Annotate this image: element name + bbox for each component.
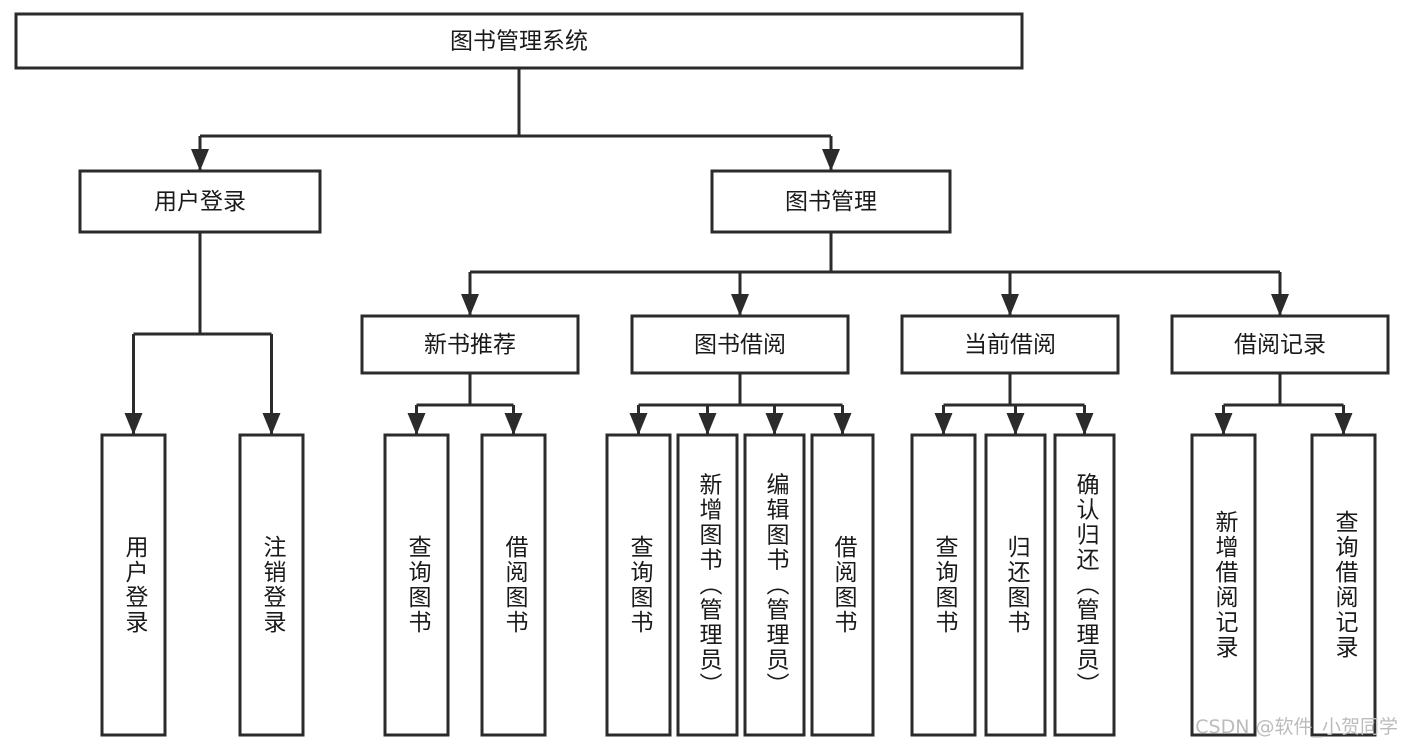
level3-label: 当前借阅 — [964, 332, 1056, 358]
arrow-head-icon — [731, 294, 749, 316]
level3-node[interactable]: 借阅记录 — [1170, 314, 1390, 375]
leaf-node[interactable]: 借阅图书 — [810, 433, 875, 737]
leaf-node[interactable]: 查询借阅记录 — [1310, 433, 1377, 737]
arrow-head-icon — [262, 413, 281, 435]
arrow-head-icon — [1006, 413, 1025, 435]
connector-layer — [124, 68, 1353, 435]
leaf-box[interactable] — [1053, 433, 1116, 737]
leaf-label: 新增图书（管理员） — [695, 473, 723, 698]
level3-label: 图书借阅 — [694, 332, 786, 358]
root-node[interactable]: 图书管理系统 — [14, 12, 1024, 70]
leaf-node[interactable]: 查询图书 — [383, 433, 450, 737]
arrow-head-icon — [1214, 413, 1233, 435]
arrow-head-icon — [1001, 294, 1019, 316]
arrow-head-icon — [1075, 413, 1094, 435]
csdn-watermark: CSDN @软件_小贺同学 — [1195, 716, 1398, 738]
leaf-label: 归还图书 — [1003, 535, 1031, 635]
arrow-head-icon — [124, 413, 143, 435]
arrow-head-icon — [1334, 413, 1353, 435]
level3-label: 新书推荐 — [424, 332, 516, 358]
level2-label: 用户登录 — [154, 189, 246, 215]
leaf-label: 用户登录 — [121, 535, 149, 635]
arrow-head-icon — [407, 413, 426, 435]
leaf-node[interactable]: 编辑图书（管理员） — [743, 433, 806, 737]
arrow-head-icon — [934, 413, 953, 435]
level3-box[interactable] — [630, 314, 850, 375]
leaf-node[interactable]: 查询图书 — [910, 433, 977, 737]
arrow-head-icon — [504, 413, 523, 435]
arrow-head-icon — [698, 413, 717, 435]
level3-node[interactable]: 新书推荐 — [360, 314, 580, 375]
node-layer: 图书管理系统用户登录图书管理新书推荐图书借阅当前借阅借阅记录用户登录注销登录查询… — [14, 12, 1390, 737]
root-label: 图书管理系统 — [450, 29, 588, 55]
level2-node[interactable]: 图书管理 — [710, 169, 952, 234]
arrow-head-icon — [1271, 294, 1289, 316]
leaf-label: 注销登录 — [259, 535, 287, 635]
leaf-label: 确认归还（管理员） — [1072, 473, 1100, 698]
level3-node[interactable]: 当前借阅 — [900, 314, 1120, 375]
arrow-head-icon — [629, 413, 648, 435]
arrow-head-icon — [833, 413, 852, 435]
leaf-node[interactable]: 用户登录 — [100, 433, 167, 737]
root-box[interactable] — [14, 12, 1024, 70]
leaf-node[interactable]: 归还图书 — [984, 433, 1047, 737]
leaf-node[interactable]: 查询图书 — [605, 433, 672, 737]
leaf-box[interactable] — [743, 433, 806, 737]
level3-box[interactable] — [900, 314, 1120, 375]
arrow-head-icon — [822, 149, 840, 171]
leaf-label: 查询图书 — [404, 535, 432, 635]
leaf-box[interactable] — [480, 433, 547, 737]
level2-box[interactable] — [710, 169, 952, 234]
level3-box[interactable] — [1170, 314, 1390, 375]
level3-label: 借阅记录 — [1234, 332, 1326, 358]
leaf-label: 借阅图书 — [501, 535, 529, 635]
leaf-box[interactable] — [810, 433, 875, 737]
leaf-box[interactable] — [1190, 433, 1257, 737]
arrow-head-icon — [765, 413, 784, 435]
leaf-node[interactable]: 新增借阅记录 — [1190, 433, 1257, 737]
leaf-box[interactable] — [984, 433, 1047, 737]
level3-box[interactable] — [360, 314, 580, 375]
leaf-label: 查询借阅记录 — [1331, 510, 1359, 660]
leaf-label: 编辑图书（管理员） — [762, 473, 790, 698]
level2-label: 图书管理 — [785, 189, 877, 215]
leaf-node[interactable]: 新增图书（管理员） — [676, 433, 739, 737]
arrow-head-icon — [191, 149, 209, 171]
level2-box[interactable] — [78, 169, 322, 234]
leaf-node[interactable]: 注销登录 — [238, 433, 305, 737]
leaf-box[interactable] — [676, 433, 739, 737]
level3-node[interactable]: 图书借阅 — [630, 314, 850, 375]
leaf-box[interactable] — [910, 433, 977, 737]
leaf-label: 查询图书 — [931, 535, 959, 635]
leaf-box[interactable] — [1310, 433, 1377, 737]
leaf-box[interactable] — [238, 433, 305, 737]
leaf-label: 新增借阅记录 — [1211, 510, 1239, 660]
leaf-box[interactable] — [383, 433, 450, 737]
leaf-box[interactable] — [605, 433, 672, 737]
arrow-head-icon — [461, 294, 479, 316]
leaf-box[interactable] — [100, 433, 167, 737]
level2-node[interactable]: 用户登录 — [78, 169, 322, 234]
leaf-node[interactable]: 借阅图书 — [480, 433, 547, 737]
leaf-label: 借阅图书 — [830, 535, 858, 635]
leaf-node[interactable]: 确认归还（管理员） — [1053, 433, 1116, 737]
leaf-label: 查询图书 — [626, 535, 654, 635]
